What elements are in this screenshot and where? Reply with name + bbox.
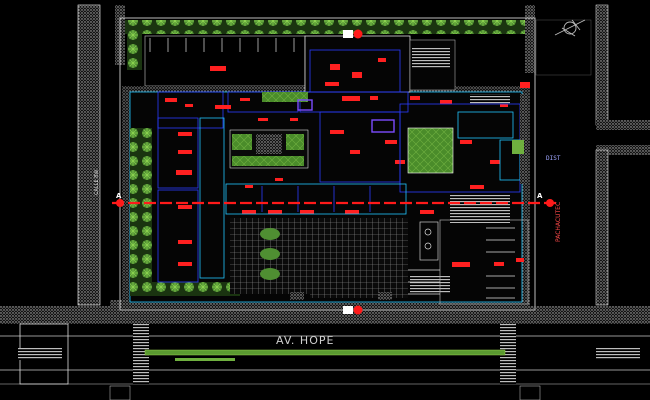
street-label-bottom: AV. HOPE [276,334,334,347]
right-column [512,19,592,184]
street-label-left: CALLE 8W [94,170,100,195]
plaza-grid [230,218,408,300]
road-lines [0,323,650,400]
entrance-markers [343,29,363,315]
vegetation-strip-top [125,20,525,34]
section-marker-right: A [537,192,543,200]
parking-bottom-right [408,219,529,305]
section-line-a-a [112,199,560,207]
street-label-right: PACHACUTEC [555,202,562,242]
site-boundary [119,17,536,311]
vegetation-strip-left-top [127,20,142,70]
blue-tag-label: DIST [546,155,561,162]
courtyard-green [229,92,309,169]
section-marker-left: A [116,192,122,200]
sports-court [407,127,454,174]
north-arrow-icon [554,19,586,37]
